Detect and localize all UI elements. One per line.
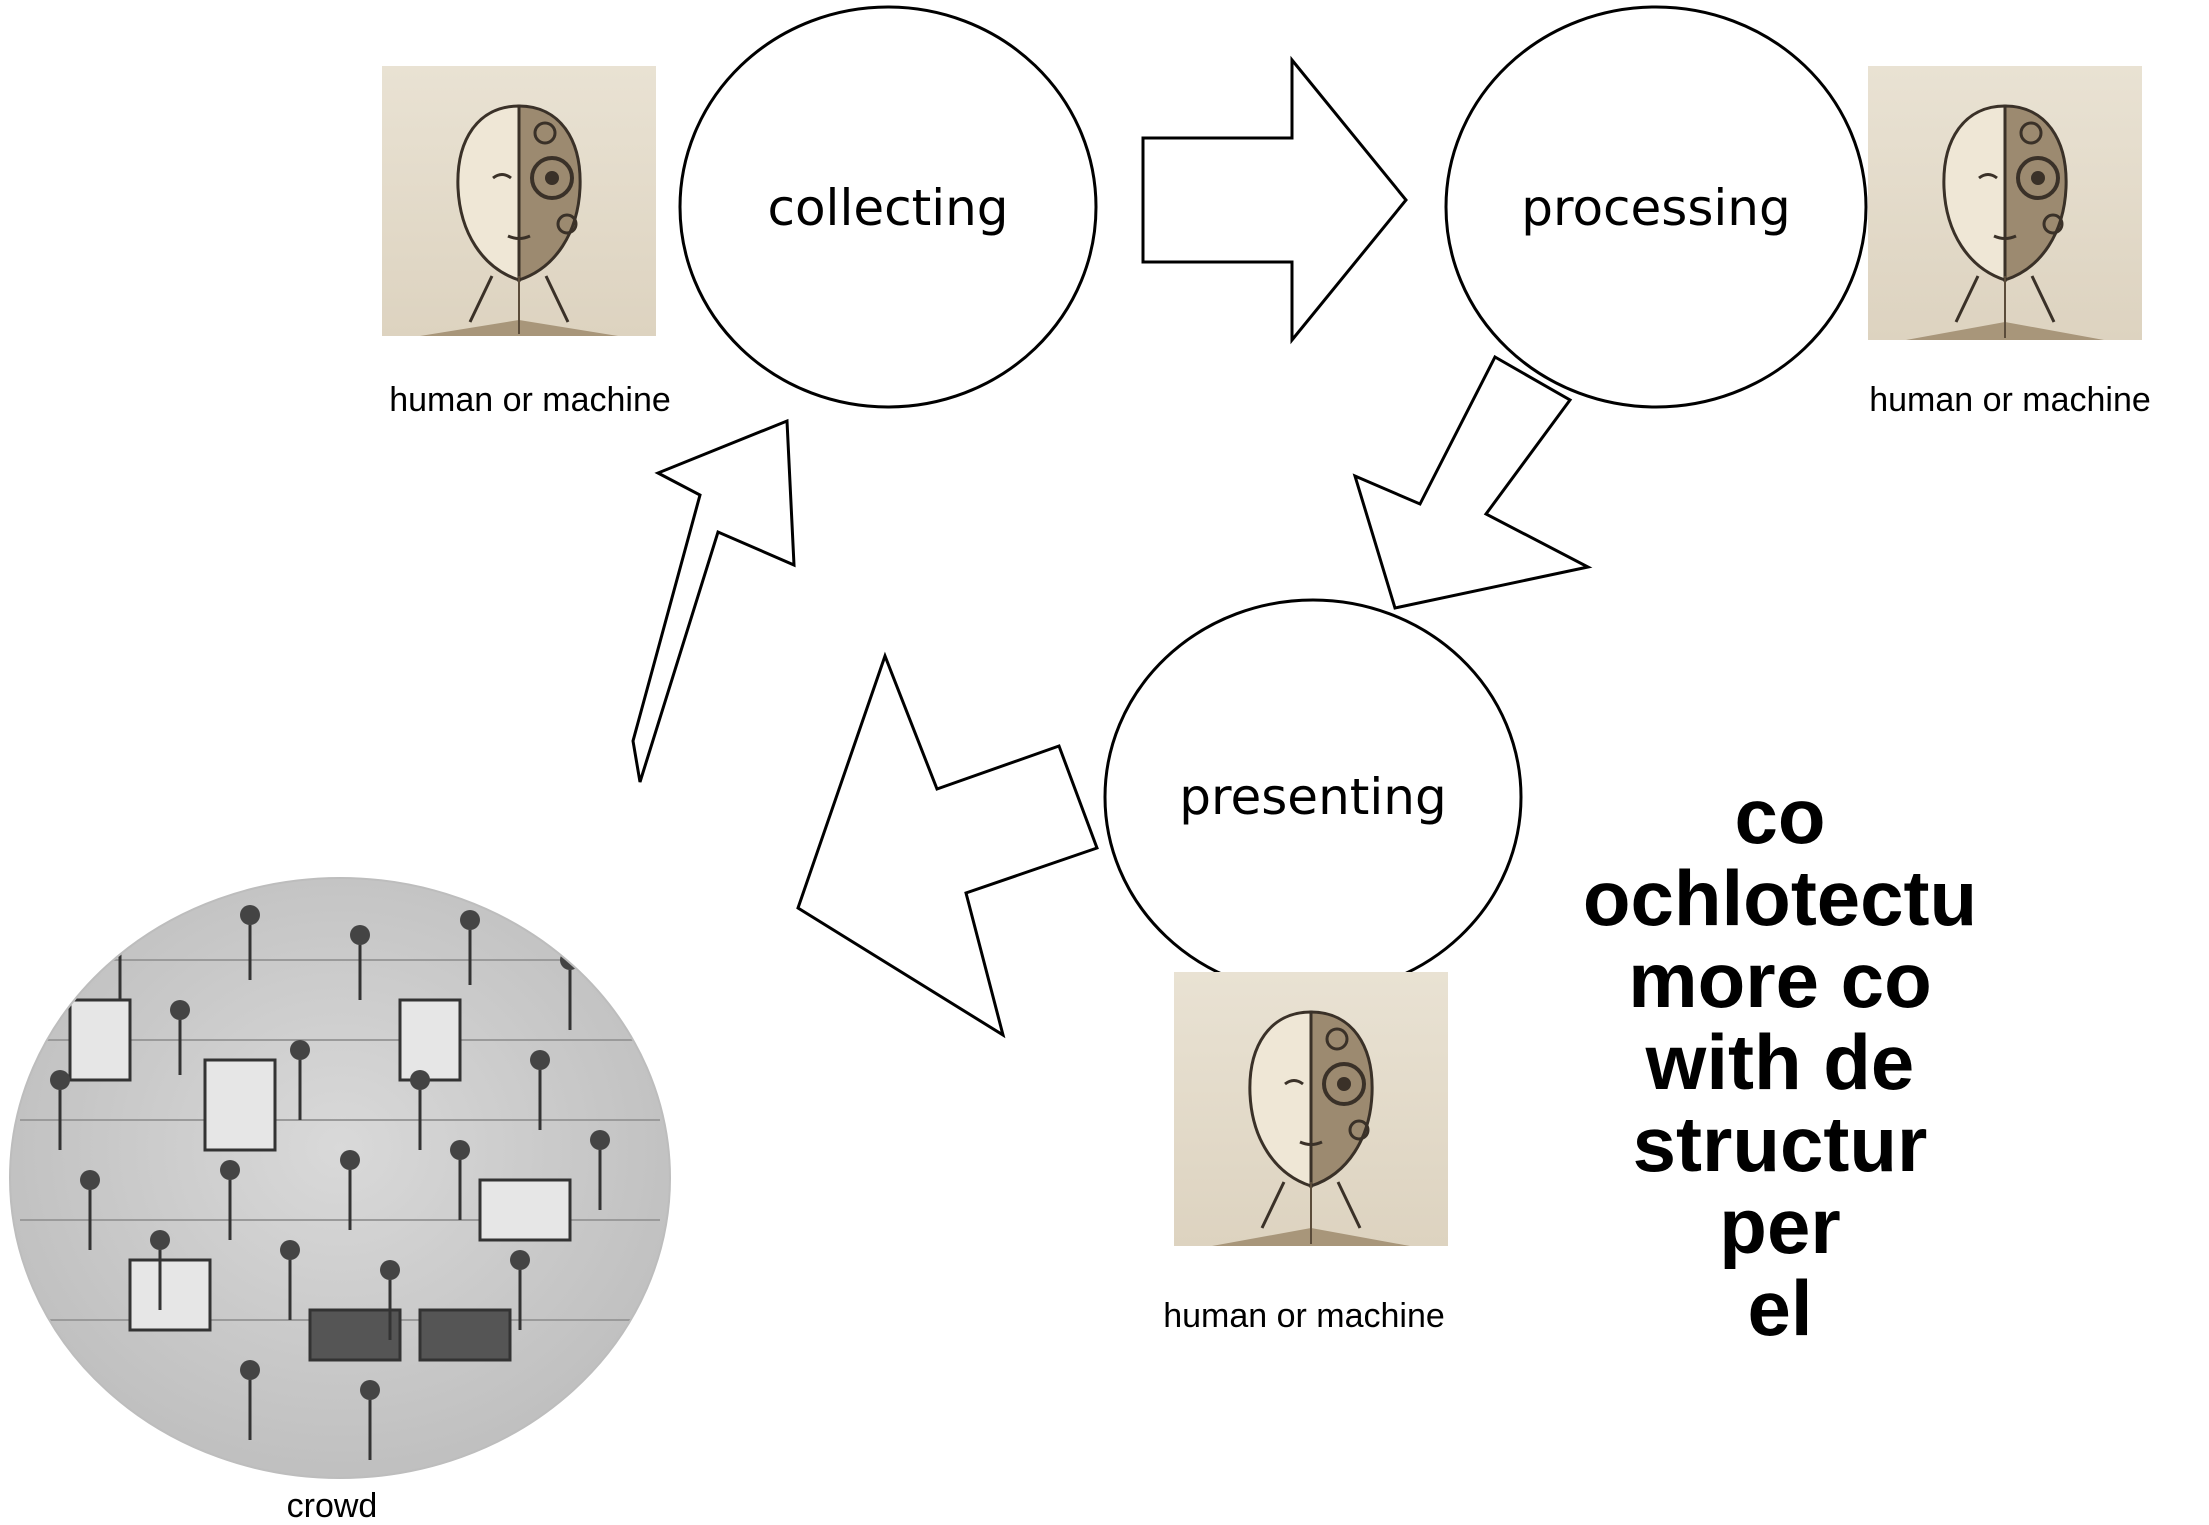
processing-label: processing <box>1521 179 1790 237</box>
collecting-label: collecting <box>767 179 1008 237</box>
processing-node: processing <box>1444 5 1868 409</box>
text-line: co <box>1734 772 1826 860</box>
arrow-crowd-to-collecting <box>631 418 796 783</box>
text-line: ochlotectu <box>1582 854 1978 942</box>
human-or-machine-portrait-icon <box>1174 972 1448 1246</box>
text-line: el <box>1747 1264 1813 1352</box>
arrow-presenting-to-crowd <box>796 651 1099 1039</box>
presenting-node: presenting <box>1103 598 1523 996</box>
collecting-agent-caption: human or machine <box>389 381 671 419</box>
ochlotecture-text-block: co ochlotectu more co with de structur p… <box>1190 775 2209 1349</box>
presenting-label: presenting <box>1179 768 1446 826</box>
human-or-machine-portrait-icon <box>382 66 656 336</box>
text-line: more co <box>1628 936 1932 1024</box>
text-line: with de <box>1645 1018 1915 1106</box>
processing-agent-caption: human or machine <box>1869 381 2151 419</box>
arrow-processing-to-presenting <box>1352 354 1593 610</box>
collecting-node: collecting <box>678 5 1098 409</box>
presenting-agent-caption: human or machine <box>1163 1297 1445 1335</box>
arrow-collecting-to-processing <box>1141 55 1408 345</box>
text-line: structur <box>1632 1100 1928 1188</box>
text-line: per <box>1719 1182 1841 1270</box>
human-or-machine-portrait-icon <box>1868 66 2142 340</box>
crowd-caption: crowd <box>287 1487 378 1525</box>
crowd-illustration <box>9 877 671 1479</box>
